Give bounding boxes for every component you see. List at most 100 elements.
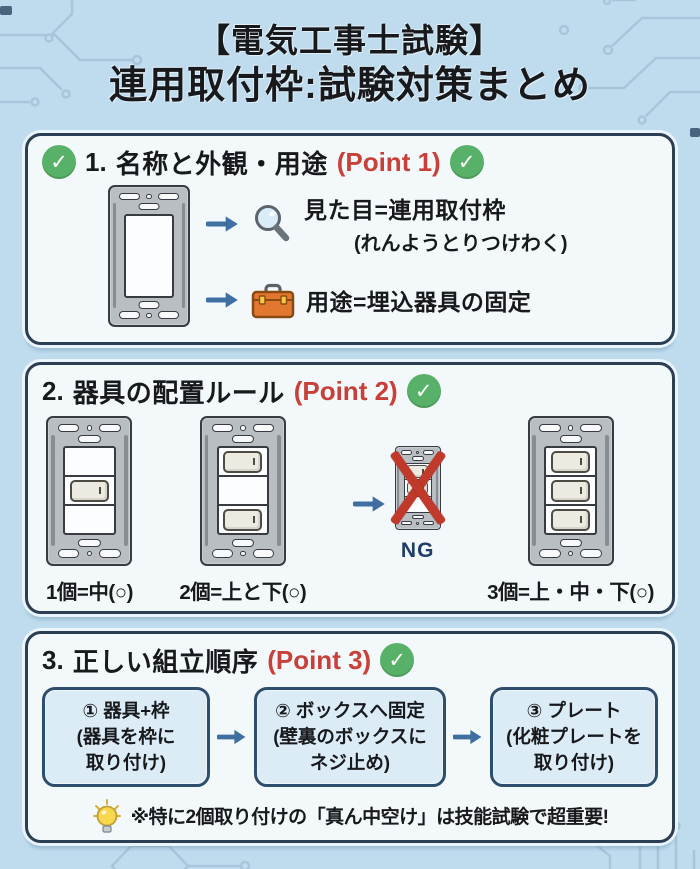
frame-rail — [532, 435, 537, 547]
arrow-right-icon — [206, 292, 238, 308]
ng-label: NG — [400, 538, 435, 562]
section1-number: 1. — [85, 146, 107, 177]
frame-bottom-slots — [119, 310, 179, 321]
frame-bottom-slots — [58, 548, 121, 560]
check-icon: ✓ — [42, 145, 76, 180]
screw-hole — [239, 425, 246, 431]
frame-window — [544, 446, 597, 536]
switch-device — [551, 508, 590, 531]
appearance-texts: 見た目=連用取付枠 (れんようとりつけわく) — [304, 191, 568, 256]
section-appearance-and-use: ✓ 1. 名称と外観・用途 (Point 1) ✓ — [25, 132, 675, 345]
mounting-frame-illustration — [108, 184, 190, 327]
step-box-2: ② ボックスへ固定 (壁裏のボックスに ネジ止め) — [254, 686, 446, 787]
section2-point-badge: (Point 2) — [293, 375, 398, 406]
section3-heading: 3. 正しい組立順序 (Point 3) ✓ — [42, 642, 658, 679]
device-cell — [546, 504, 595, 533]
example-one-device: 1個=中(○) — [46, 415, 133, 605]
mounting-slot — [539, 549, 561, 558]
device-cell — [219, 448, 268, 475]
frame-top-slots — [539, 422, 602, 434]
example-two-devices: 2個=上と下(○) — [179, 415, 307, 605]
mounting-slot — [138, 301, 160, 309]
frame-bottom-slots — [539, 548, 602, 560]
magnifier-icon — [255, 204, 290, 242]
step-line: ③ プレート — [526, 699, 622, 721]
tip-note-row: ※特に2個取り付けの「真ん中空け」は技能試験で超重要! — [42, 798, 658, 834]
frame-top-slots — [400, 449, 435, 456]
mounting-slot — [158, 311, 179, 320]
assembly-steps-row: ① 器具+枠 (器具を枠に 取り付け) ② ボックスへ固定 (壁裏のボックスに … — [42, 686, 658, 787]
device-cell — [65, 475, 114, 504]
section3-point-badge: (Point 3) — [267, 644, 372, 675]
check-icon: ✓ — [380, 643, 415, 678]
mounting-slot — [99, 549, 121, 558]
appearance-row: 見た目=連用取付枠 (れんようとりつけわく) — [206, 191, 568, 256]
frame-rail — [181, 203, 186, 309]
screw-hole — [567, 425, 574, 431]
page-header: 【電気工事士試験】 連用取付枠:試験対策まとめ — [25, 20, 675, 111]
mounting-slot — [119, 192, 140, 201]
mounting-slot — [99, 423, 121, 433]
section1-body: 見た目=連用取付枠 (れんようとりつけわく) — [42, 184, 658, 327]
mounting-slot — [559, 434, 582, 443]
mounting-slot — [78, 539, 101, 548]
step-line: 取り付け) — [533, 751, 615, 773]
page-title-line1: 【電気工事士試験】 — [197, 22, 503, 59]
mounting-slot — [423, 520, 435, 526]
step-line: (器具を枠に — [76, 725, 176, 747]
switch-device — [70, 479, 109, 502]
screw-hole — [146, 312, 152, 318]
step-line: ① 器具+枠 — [82, 699, 170, 721]
section1-title: 名称と外観・用途 — [115, 148, 328, 179]
mounting-frame-illustration — [46, 415, 133, 566]
toolbox-icon — [251, 284, 295, 319]
example-three-devices: 3個=上・中・下(○) — [487, 415, 654, 605]
mounting-slot — [119, 311, 140, 320]
example-label: 2個=上と下(○) — [179, 580, 307, 604]
frame-rail — [277, 435, 281, 547]
step-line: (化粧プレートを — [506, 725, 642, 747]
frame-rail — [112, 203, 117, 309]
appearance-text: 見た目=連用取付枠 — [304, 197, 506, 224]
mounting-slot — [252, 549, 274, 558]
screw-hole — [416, 451, 420, 455]
mounting-slot — [138, 202, 160, 211]
mounting-frame-illustration-crossed — [389, 445, 447, 530]
red-cross-icon — [389, 448, 447, 528]
frame-window — [216, 446, 270, 536]
step-box-1: ① 器具+枠 (器具を枠に 取り付け) — [42, 686, 210, 787]
mounting-slot — [231, 539, 254, 548]
device-cell — [65, 504, 114, 533]
check-icon: ✓ — [406, 374, 441, 409]
frame-window — [124, 213, 174, 298]
switch-device — [551, 450, 590, 473]
mounting-slot — [158, 192, 179, 201]
mounting-slot — [58, 423, 80, 433]
frame-rail — [436, 456, 439, 520]
switch-device — [223, 508, 263, 531]
appearance-reading: (れんようとりつけわく) — [354, 233, 568, 256]
arrow-right-icon — [453, 729, 482, 744]
frame-window — [63, 446, 116, 536]
step-box-3: ③ プレート (化粧プレートを 取り付け) — [490, 686, 658, 787]
mounting-slot — [252, 423, 274, 433]
section1-point-badge: (Point 1) — [336, 146, 441, 177]
mounting-slot — [411, 514, 424, 520]
mounting-slot — [411, 456, 424, 461]
example-label: 1個=中(○) — [46, 580, 133, 604]
section1-heading: ✓ 1. 名称と外観・用途 (Point 1) ✓ — [42, 144, 658, 181]
page-title-line2: 連用取付枠:試験対策まとめ — [109, 65, 591, 108]
example-ng: NG — [389, 445, 447, 563]
device-cell — [218, 475, 268, 504]
mounting-frame-illustration — [527, 415, 614, 566]
use-text: 用途=埋込器具の固定 — [306, 289, 532, 316]
mounting-slot — [559, 539, 582, 548]
section-assembly-order: 3. 正しい組立順序 (Point 3) ✓ ① 器具+枠 (器具を枠に 取り付… — [25, 630, 675, 843]
step-line: ネジ止め) — [309, 751, 391, 773]
screw-hole — [86, 550, 93, 557]
frame-top-slots — [211, 422, 274, 434]
check-icon: ✓ — [449, 145, 484, 180]
mounting-slot — [400, 520, 413, 526]
mounting-frame-illustration — [199, 415, 286, 566]
